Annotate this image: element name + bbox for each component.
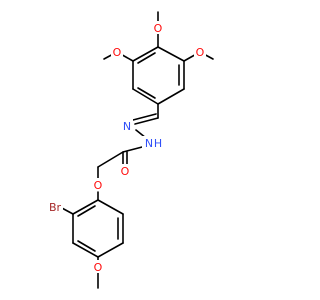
atom-o-carbonyl: O	[121, 165, 130, 178]
atom-o-right: O	[196, 46, 205, 59]
atom-n-amide: N	[145, 137, 153, 150]
atom-o-left: O	[113, 46, 122, 59]
bond	[132, 113, 157, 121]
atom-labels: O O O N N H O O Br O	[47, 21, 206, 274]
bond	[157, 46, 185, 62]
atom-o-ether: O	[94, 179, 103, 192]
atom-o-top: O	[154, 22, 163, 35]
bond	[137, 52, 156, 64]
atom-br: Br	[49, 201, 62, 214]
bond	[134, 117, 159, 125]
bond	[77, 205, 96, 217]
molecule-structure-diagram: O O O N N H O O Br O	[47, 11, 214, 289]
bond-lines	[59, 11, 214, 289]
bond	[132, 88, 159, 105]
bond	[97, 199, 124, 215]
bond	[137, 87, 156, 99]
bond	[77, 240, 96, 252]
atom-h-amide: H	[154, 137, 162, 150]
bond	[72, 242, 99, 258]
bond	[97, 151, 124, 168]
atom-n-imine: N	[123, 120, 131, 133]
bond	[132, 46, 159, 62]
bond	[157, 88, 185, 105]
atom-o-ring-ome: O	[94, 261, 103, 274]
bond	[97, 242, 124, 258]
bond	[72, 199, 99, 215]
